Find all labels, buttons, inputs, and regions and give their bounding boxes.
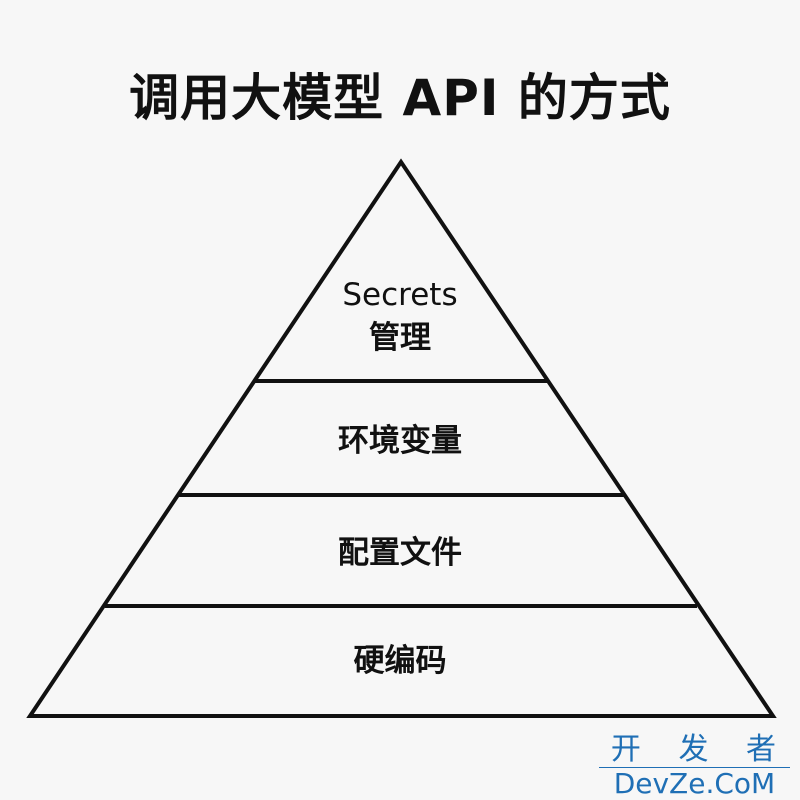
tier-1-label-line2: 管理 [369, 320, 431, 356]
tier-3-label: 配置文件 [338, 535, 462, 571]
watermark-cn: 开 发 者 [598, 733, 790, 768]
watermark-en: DevZe.CoM [613, 767, 776, 800]
pyramid-outline [26, 158, 777, 718]
watermark-logo: 开 发 者 DevZe.CoM [598, 733, 790, 800]
tier-1-label-line1: Secrets [342, 277, 458, 313]
tier-2-label: 环境变量 [338, 423, 462, 459]
diagram-title: 调用大模型 API 的方式 [129, 69, 671, 127]
tier-4-label: 硬编码 [353, 643, 447, 679]
